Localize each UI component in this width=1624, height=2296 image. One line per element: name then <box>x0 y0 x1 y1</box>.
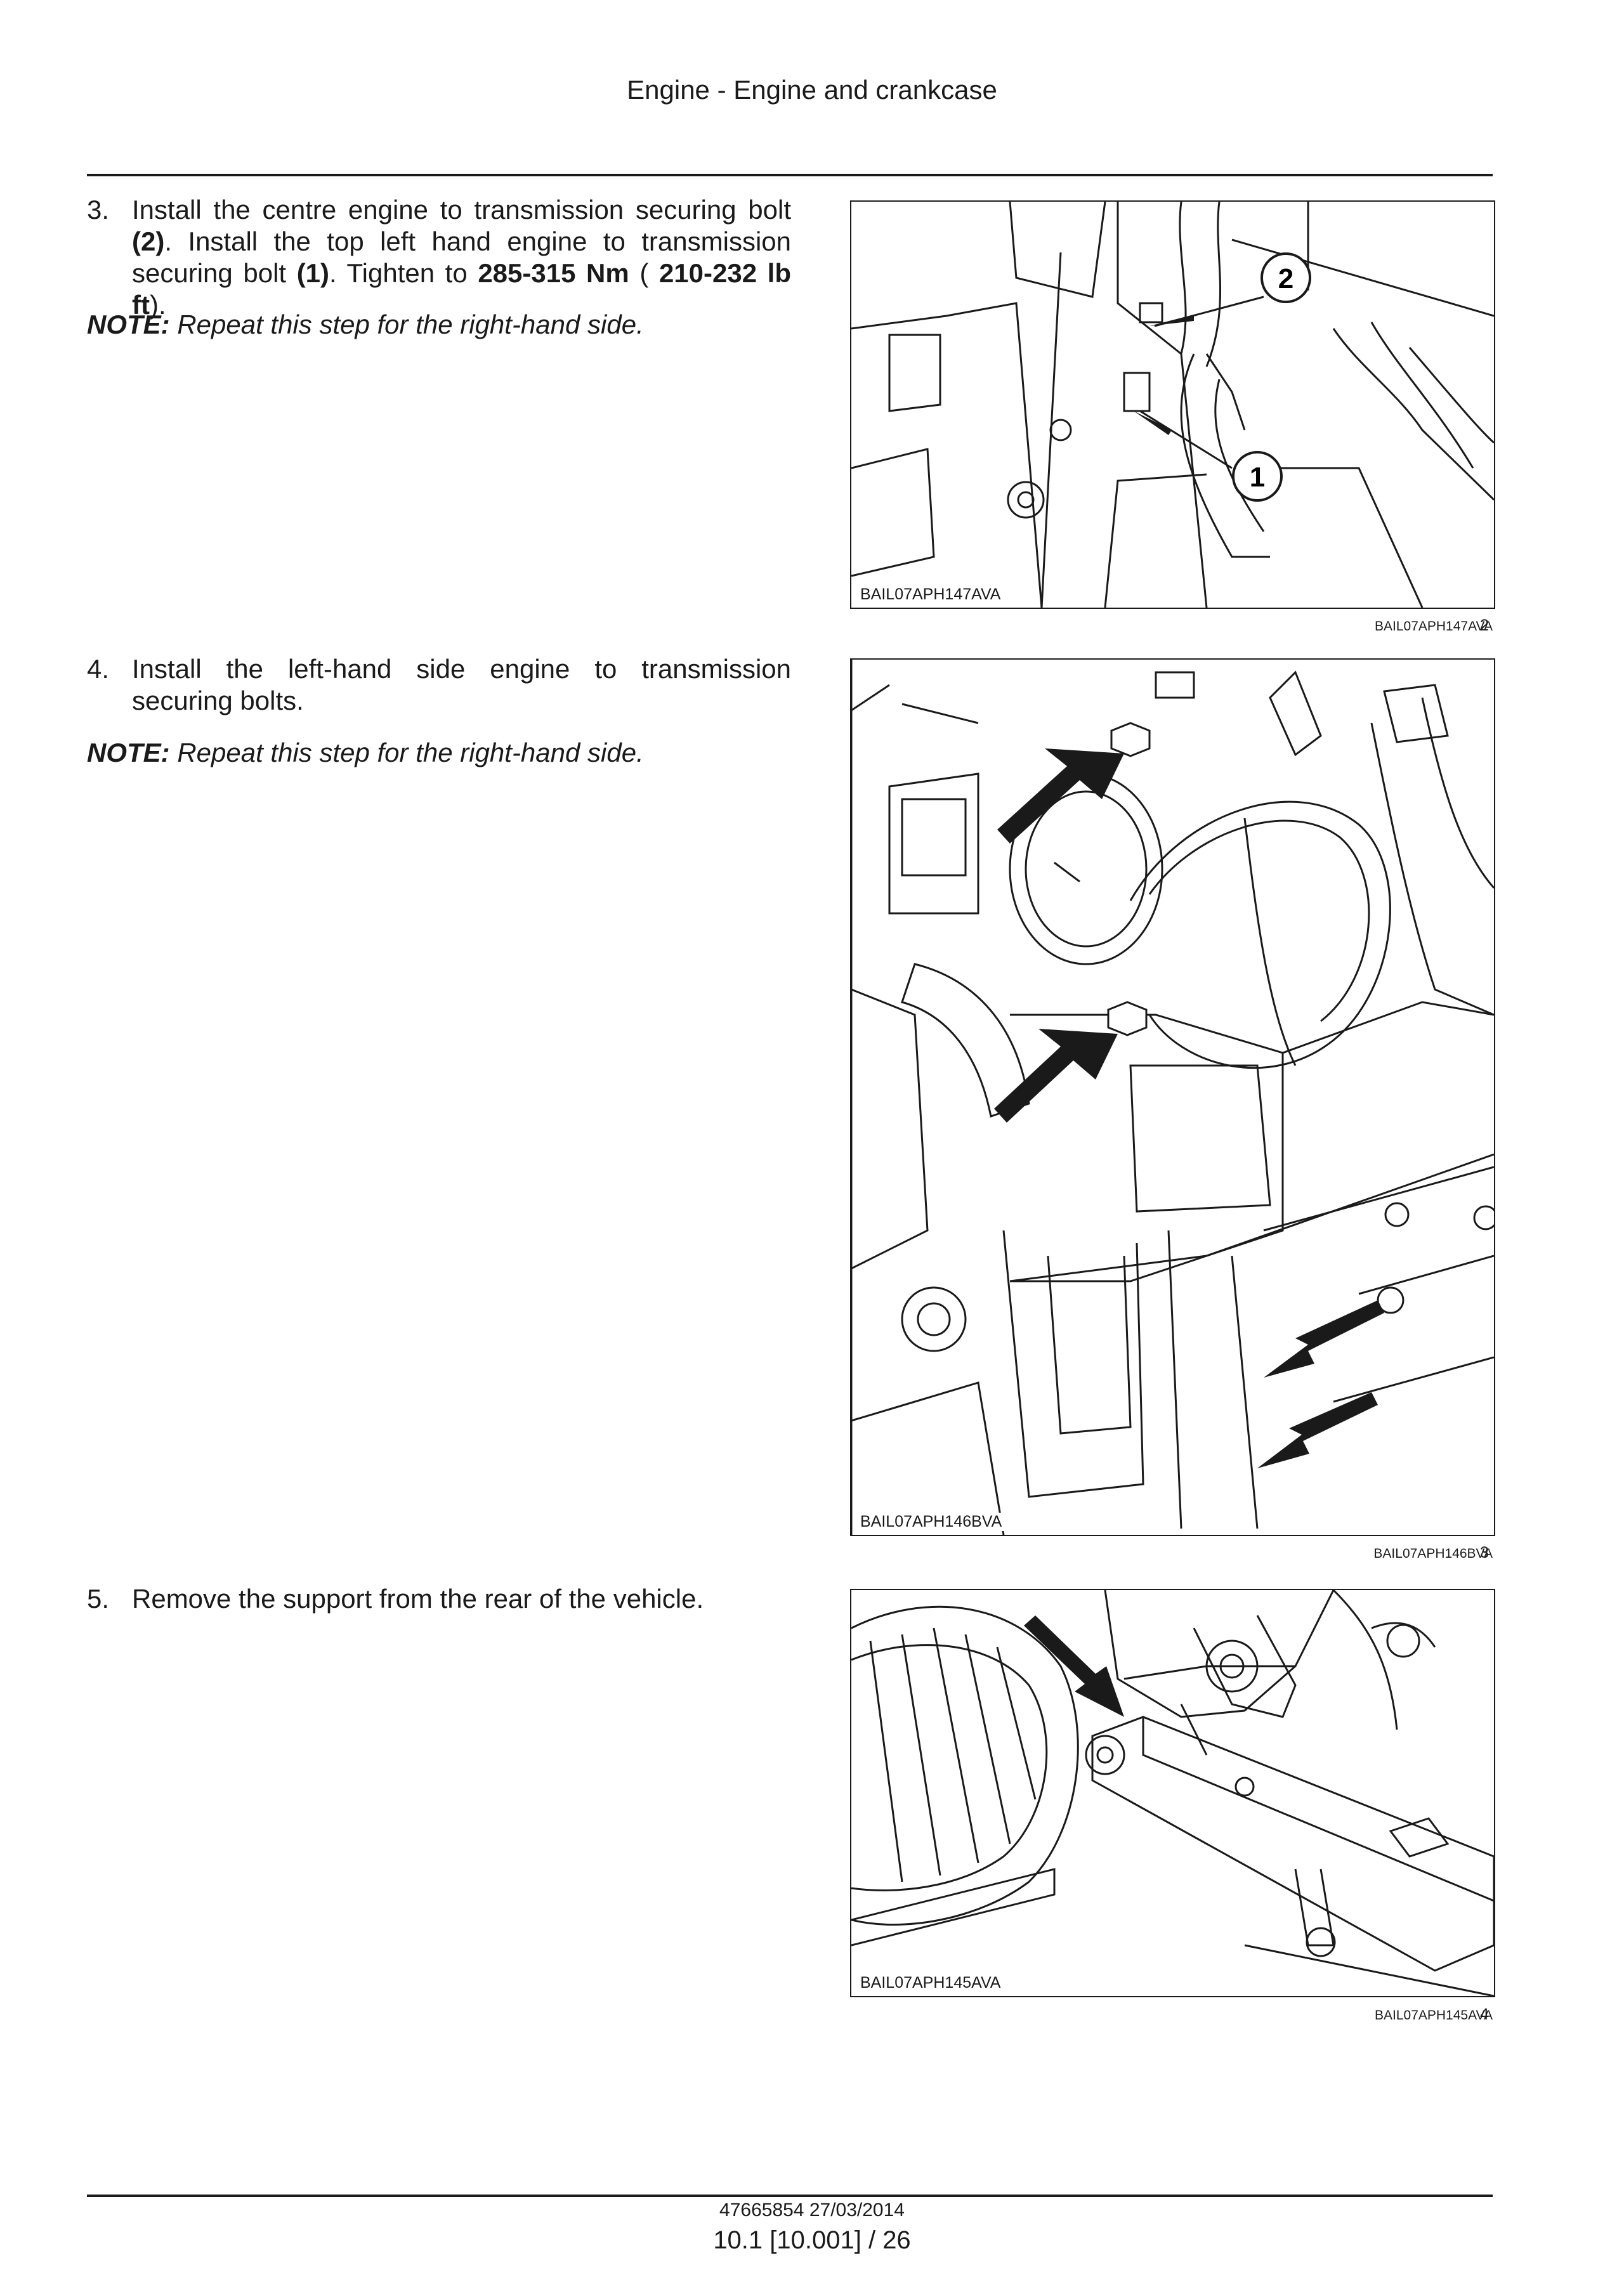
figure-4: BAIL07APH145AVA <box>850 1589 1495 1997</box>
figure-caption: BAIL07APH145AVA <box>1374 2008 1493 2023</box>
note-text: Repeat this step for the right-hand side… <box>169 738 644 767</box>
step-text: Install the left-hand side engine to tra… <box>132 654 791 715</box>
footer-divider <box>87 2195 1493 2197</box>
note-text: Repeat this step for the right-hand side… <box>169 310 644 339</box>
arrow-icon <box>1024 1615 1124 1717</box>
figure-number: 4 <box>1480 2006 1489 2023</box>
transmission-bolts-illustration <box>851 660 1494 1535</box>
figure-number: 3 <box>1480 1544 1489 1562</box>
step-4: 4. Install the left-hand side engine to … <box>87 653 791 717</box>
step-3-note: NOTE: Repeat this step for the right-han… <box>87 310 791 340</box>
figure-3: BAIL07APH146BVA <box>850 658 1495 1536</box>
arrow-icons <box>994 748 1384 1468</box>
step-number: 5. <box>87 1584 110 1614</box>
figure-caption: BAIL07APH147AVA <box>1374 619 1493 634</box>
header-divider <box>87 174 1493 176</box>
step-number: 3. <box>87 195 110 225</box>
figure-2: 2 1 BAIL07APH147AVA <box>850 200 1495 609</box>
step-number: 4. <box>87 654 110 684</box>
step-4-note: NOTE: Repeat this step for the right-han… <box>87 738 791 768</box>
figure-inner-code: BAIL07APH145AVA <box>858 1974 1004 1992</box>
callout-2: 2 <box>1261 252 1311 303</box>
step-5: 5. Remove the support from the rear of t… <box>87 1583 791 1615</box>
note-label: NOTE: <box>87 310 170 339</box>
figure-inner-code: BAIL07APH147AVA <box>858 585 1004 604</box>
step-text: Install the centre engine to transmissio… <box>132 195 792 320</box>
svg-text:2: 2 <box>1278 263 1293 294</box>
figure-caption: BAIL07APH146BVA <box>1373 1546 1493 1561</box>
footer-page-number: 10.1 [10.001] / 26 <box>713 2226 911 2254</box>
step-3: 3. Install the centre engine to transmis… <box>87 194 791 321</box>
footer-doc-code: 47665854 27/03/2014 <box>719 2200 905 2221</box>
engine-bolt-illustration: 2 1 <box>851 202 1494 608</box>
page-title: Engine - Engine and crankcase <box>627 75 997 105</box>
floor-jack-illustration <box>851 1590 1494 1996</box>
step-text: Remove the support from the rear of the … <box>132 1584 704 1614</box>
callout-1: 1 <box>1232 451 1283 502</box>
figure-inner-code: BAIL07APH146BVA <box>858 1513 1005 1531</box>
figure-number: 2 <box>1480 616 1489 634</box>
bolt-markers <box>1107 722 1151 1036</box>
svg-text:1: 1 <box>1250 462 1265 493</box>
note-label: NOTE: <box>87 738 170 767</box>
